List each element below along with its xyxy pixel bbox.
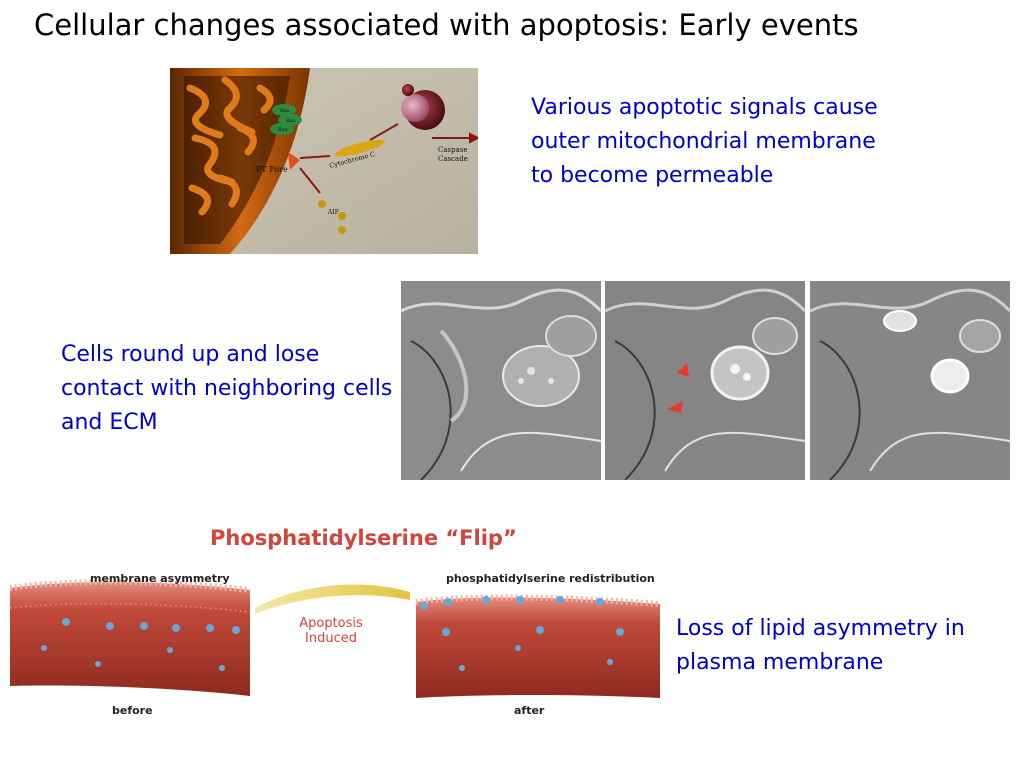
micrograph-panel-1	[401, 281, 601, 480]
bax-label-1: Bax	[280, 108, 290, 114]
before-caption: before	[112, 704, 153, 717]
lipid-asymmetry-description: Loss of lipid asymmetry in plasma membra…	[676, 616, 965, 675]
mitochondria-illustration: Bax Bax Bax PT Pore Cytochrome C AIF Cas…	[170, 68, 481, 254]
apoptosis-word: Apoptosis	[299, 616, 363, 631]
apoptosis-induced-label: Apoptosis Induced	[296, 616, 366, 646]
aif-label: AIF	[327, 209, 339, 216]
slide-title: Cellular changes associated with apoptos…	[34, 8, 859, 42]
cell-rounding-description: Cells round up and lose contact with nei…	[61, 342, 393, 435]
ps-flip-title: Phosphatidylserine “Flip”	[210, 526, 517, 550]
bax-label-3: Bax	[278, 127, 288, 133]
cascade-label: Cascade	[438, 155, 468, 163]
after-caption: after	[514, 704, 545, 717]
ps-redistribution-label: phosphatidylserine redistribution	[446, 572, 655, 585]
bax-label-2: Bax	[286, 118, 296, 124]
membrane-asymmetry-label: membrane asymmetry	[90, 572, 230, 585]
micrograph-panel-2	[605, 281, 805, 480]
micrograph-panel-3	[810, 281, 1010, 480]
caspase-label: Caspase	[438, 146, 468, 154]
mitochondria-description: Various apoptotic signals cause outer mi…	[531, 95, 878, 188]
phosphatidylserine-flip-figure: Phosphatidylserine “Flip” membrane asymm…	[0, 518, 670, 723]
induced-word: Induced	[305, 631, 357, 646]
pt-pore-label: PT Pore	[256, 165, 288, 174]
